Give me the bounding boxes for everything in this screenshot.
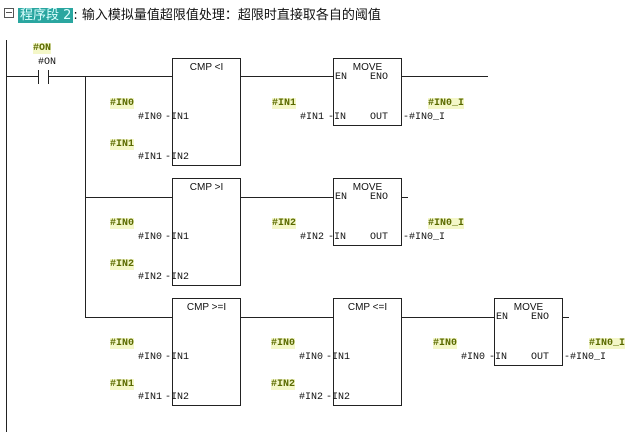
in-symbol: #IN0 — [433, 338, 458, 349]
pin-out: OUT — [370, 112, 389, 123]
out-symbol: #IN0_I — [589, 338, 626, 349]
pin-eno: ENO — [370, 192, 389, 203]
pin-in: -IN — [489, 352, 508, 363]
contact-address[interactable]: #ON — [38, 57, 57, 68]
block-title: CMP >=I — [186, 302, 227, 313]
out-symbol: #IN0_I — [428, 218, 465, 229]
block-title: CMP >I — [189, 182, 224, 193]
in1-symbol: #IN0 — [110, 338, 135, 349]
pin-in1: -IN1 — [326, 352, 351, 363]
cmp-gt-block[interactable] — [172, 178, 241, 286]
pin-in2: -IN2 — [326, 392, 351, 403]
segment-description: : 输入模拟量值超限值处理：超限时直接取各自的阈值 — [73, 8, 381, 23]
out-address[interactable]: -#IN0_I — [403, 232, 446, 243]
pin-out: OUT — [531, 352, 550, 363]
in1-address[interactable]: #IN0 — [138, 352, 163, 363]
in2-address[interactable]: #IN1 — [138, 152, 163, 163]
move-block-1[interactable] — [333, 58, 402, 126]
pin-en: EN — [335, 72, 348, 83]
pin-eno: ENO — [370, 72, 389, 83]
pin-in: -IN — [328, 112, 347, 123]
block-title: MOVE — [352, 182, 383, 193]
pin-in1: -IN1 — [165, 232, 190, 243]
in1-address[interactable]: #IN0 — [299, 352, 324, 363]
in-address[interactable]: #IN0 — [461, 352, 486, 363]
contact-symbol: #ON — [33, 43, 52, 54]
in-address[interactable]: #IN2 — [300, 232, 325, 243]
pin-out: OUT — [370, 232, 389, 243]
pin-in2: -IN2 — [165, 152, 190, 163]
network-title: 程序段 2: 输入模拟量值超限值处理：超限时直接取各自的阈值 — [4, 4, 381, 23]
cmp-le-block[interactable] — [333, 298, 402, 406]
in2-address[interactable]: #IN2 — [299, 392, 324, 403]
pin-en: EN — [335, 192, 348, 203]
in-address[interactable]: #IN1 — [300, 112, 325, 123]
in1-address[interactable]: #IN0 — [138, 232, 163, 243]
in1-symbol: #IN0 — [110, 218, 135, 229]
in1-address[interactable]: #IN0 — [138, 112, 163, 123]
pin-in2: -IN2 — [165, 392, 190, 403]
in2-symbol: #IN2 — [110, 259, 135, 270]
cmp-lt-block[interactable] — [172, 58, 241, 166]
in2-symbol: #IN1 — [110, 379, 135, 390]
pin-in2: -IN2 — [165, 272, 190, 283]
move-block-2[interactable] — [333, 178, 402, 246]
out-address[interactable]: -#IN0_I — [403, 112, 446, 123]
pin-en: EN — [496, 312, 509, 323]
in2-address[interactable]: #IN1 — [138, 392, 163, 403]
in-symbol: #IN1 — [272, 98, 297, 109]
in1-symbol: #IN0 — [271, 338, 296, 349]
pin-eno: ENO — [531, 312, 550, 323]
block-title: MOVE — [352, 62, 383, 73]
pin-in1: -IN1 — [165, 352, 190, 363]
out-symbol: #IN0_I — [428, 98, 465, 109]
in2-address[interactable]: #IN2 — [138, 272, 163, 283]
pin-in1: -IN1 — [165, 112, 190, 123]
in1-symbol: #IN0 — [110, 98, 135, 109]
block-title: CMP <I — [189, 62, 224, 73]
cmp-ge-block[interactable] — [172, 298, 241, 406]
in2-symbol: #IN2 — [271, 379, 296, 390]
segment-label: 程序段 2 — [18, 8, 74, 23]
collapse-icon[interactable] — [4, 8, 14, 18]
pin-in: -IN — [328, 232, 347, 243]
move-block-3[interactable] — [494, 298, 563, 366]
block-title: CMP <=I — [347, 302, 388, 313]
in-symbol: #IN2 — [272, 218, 297, 229]
out-address[interactable]: -#IN0_I — [564, 352, 607, 363]
block-title: MOVE — [513, 302, 544, 313]
in2-symbol: #IN1 — [110, 139, 135, 150]
